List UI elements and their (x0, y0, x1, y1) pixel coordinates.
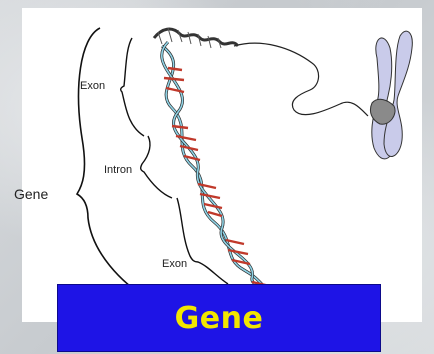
gene-brace (77, 28, 147, 298)
label-exon-bottom: Exon (162, 258, 187, 270)
banner-title: Gene (175, 301, 264, 336)
base-pair-rungs (164, 68, 270, 286)
title-banner: Gene (57, 284, 381, 352)
chromosome (370, 31, 412, 159)
label-gene: Gene (14, 186, 48, 202)
diagram-panel: Exon Intron Exon Gene (22, 8, 422, 322)
label-exon-top: Exon (80, 80, 105, 92)
helix-backbone-a (162, 46, 274, 294)
exon-top-brace (121, 38, 144, 136)
intron-brace (141, 136, 172, 198)
chromatin-strand (234, 43, 368, 116)
dna-gene-diagram (22, 8, 422, 322)
label-intron: Intron (104, 164, 132, 176)
